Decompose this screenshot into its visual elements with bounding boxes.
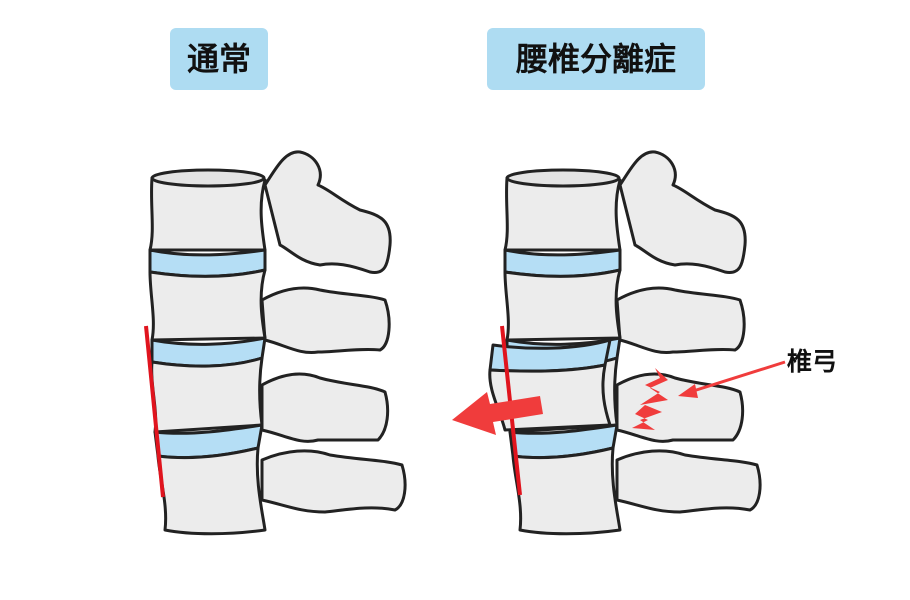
title-spondylolysis: 腰椎分離症 <box>487 28 705 90</box>
normal-spine <box>144 150 407 536</box>
fracture-icon-2 <box>632 405 662 430</box>
slip-arrow-icon <box>452 392 543 435</box>
alignment-line-normal <box>144 325 165 498</box>
spondylolysis-spine <box>503 150 762 536</box>
title-normal: 通常 <box>170 28 268 90</box>
pointer-arrow-icon <box>678 360 786 398</box>
vertebral-arch-label: 椎弓 <box>787 347 838 376</box>
fracture-icon <box>640 368 668 405</box>
